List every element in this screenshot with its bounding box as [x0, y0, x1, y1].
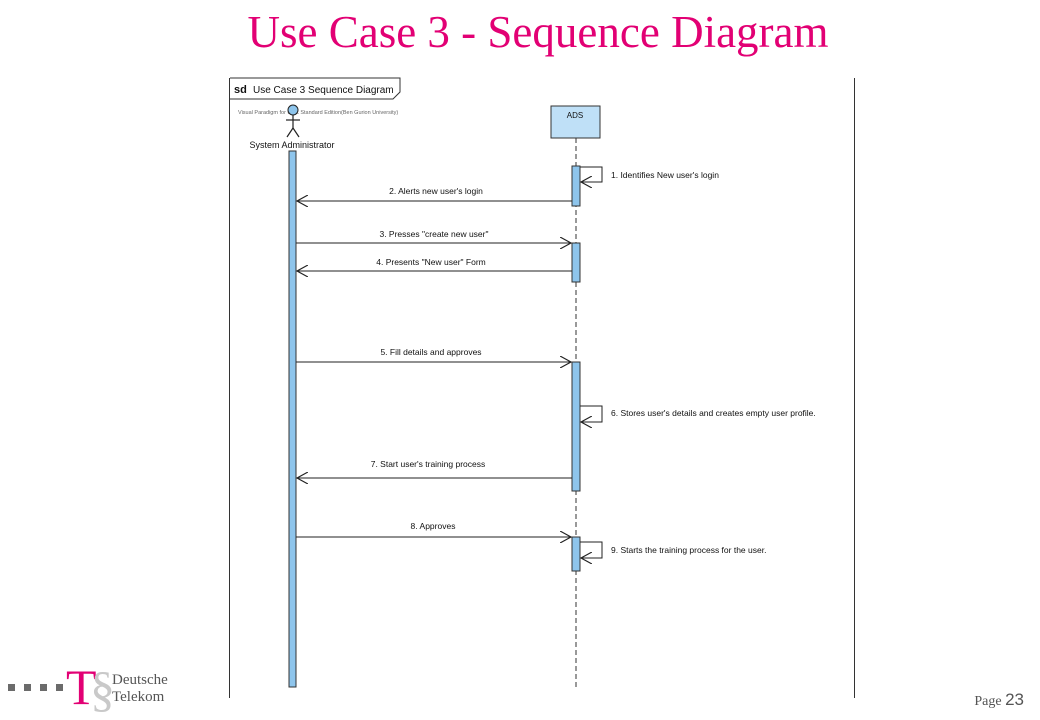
- message-label-3: 3. Presses "create new user": [379, 229, 488, 239]
- activation-bar-ads-3: [571, 361, 581, 492]
- message-arrow-6: [580, 405, 603, 422]
- activation-bar-ads-2: [571, 242, 581, 283]
- message-label-1: 1. Identifies New user's login: [611, 170, 719, 180]
- stick-figure-actor-icon: [286, 104, 300, 138]
- message-arrow-9: [580, 541, 603, 558]
- slide-title: Use Case 3 - Sequence Diagram: [247, 7, 829, 57]
- actor-name: System Administrator: [249, 140, 334, 150]
- lifeline-name-ads: ADS: [567, 111, 583, 120]
- activation-bar-ads-4: [571, 536, 581, 572]
- logo-line-2: Telekom: [112, 689, 165, 705]
- page-label: Page: [974, 694, 1002, 709]
- message-label-6: 6. Stores user's details and creates emp…: [611, 408, 816, 418]
- frame-keyword: sd: [234, 84, 247, 96]
- page-number: Page 23: [974, 690, 1024, 710]
- message-label-4: 4. Presents "New user" Form: [376, 257, 485, 267]
- message-label-2: 2. Alerts new user's login: [389, 186, 483, 196]
- message-label-5: 5. Fill details and approves: [380, 347, 481, 357]
- frame-label-box: [230, 77, 401, 100]
- diagram-frame-right-border: [854, 78, 855, 698]
- logo-dots-icon: [8, 684, 63, 691]
- message-label-7: 7. Start user's training process: [371, 459, 486, 469]
- diagram-frame-left-border: [229, 78, 230, 698]
- logo-line-1: Deutsche: [112, 672, 168, 688]
- message-label-9: 9. Starts the training process for the u…: [611, 545, 766, 555]
- message-arrow-1: [580, 166, 603, 182]
- activation-bar-actor: [288, 150, 297, 688]
- logo-s-glyph: §: [90, 661, 115, 717]
- logo-wordmark: Deutsche Telekom: [112, 672, 168, 706]
- activation-bar-ads-1: [571, 165, 581, 207]
- page-number-value: 23: [1005, 690, 1024, 709]
- message-label-8: 8. Approves: [411, 521, 456, 531]
- logo-t-glyph: T: [66, 659, 97, 715]
- deutsche-telekom-logo: T § Deutsche Telekom: [8, 662, 198, 716]
- frame-name: Use Case 3 Sequence Diagram: [253, 85, 394, 96]
- tool-watermark: Visual Paradigm for UML Standard Edition…: [238, 110, 398, 116]
